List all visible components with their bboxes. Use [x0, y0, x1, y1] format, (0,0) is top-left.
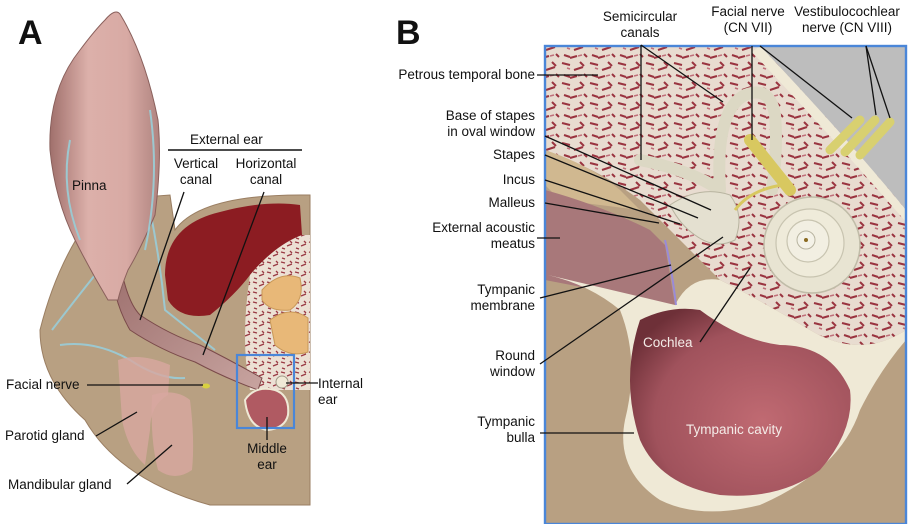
panel-b-letter: B	[396, 14, 421, 52]
vestibulocochlear-nerve-shape	[825, 115, 895, 160]
label-petrous-temporal-bone: Petrous temporal bone	[398, 67, 535, 82]
label-mandibular-gland: Mandibular gland	[8, 477, 112, 492]
facial-nerve-dot	[202, 383, 210, 389]
ossicles-shape	[669, 191, 740, 245]
panel-b-illustration	[537, 44, 908, 524]
label-external-ear: External ear	[190, 132, 263, 147]
external-acoustic-meatus-shape	[545, 190, 675, 305]
middle-ear-cavity-a	[243, 387, 290, 432]
semicircular-canal-shape	[713, 86, 782, 196]
label-pinna: Pinna	[72, 178, 107, 193]
label-stapes: Stapes	[492, 147, 535, 162]
mandibular-gland-shape	[151, 392, 194, 476]
pinna-shape	[49, 11, 160, 301]
label-facial-nerve-cn7: Facial nerve(CN VII)	[711, 4, 785, 35]
label-cochlea: Cochlea	[643, 335, 693, 350]
label-facial-nerve: Facial nerve	[6, 377, 80, 392]
cochlea-dot-a	[275, 375, 289, 389]
panel-a-illustration	[39, 11, 318, 506]
facial-nerve-shape	[733, 134, 796, 211]
detail-frame	[543, 44, 908, 524]
tympanic-membrane-shape	[664, 239, 677, 306]
label-parotid-gland: Parotid gland	[5, 428, 85, 443]
cochlea-shape	[763, 196, 861, 294]
parotid-gland-shape	[118, 356, 170, 465]
label-malleus: Malleus	[488, 195, 535, 210]
temporal-muscle	[165, 203, 302, 316]
panel-a-letter: A	[18, 14, 43, 52]
detail-highlight-box	[235, 353, 296, 430]
label-tympanic-cavity: Tympanic cavity	[686, 422, 783, 437]
tympanic-cavity-shape	[630, 308, 851, 496]
label-incus: Incus	[502, 172, 535, 187]
